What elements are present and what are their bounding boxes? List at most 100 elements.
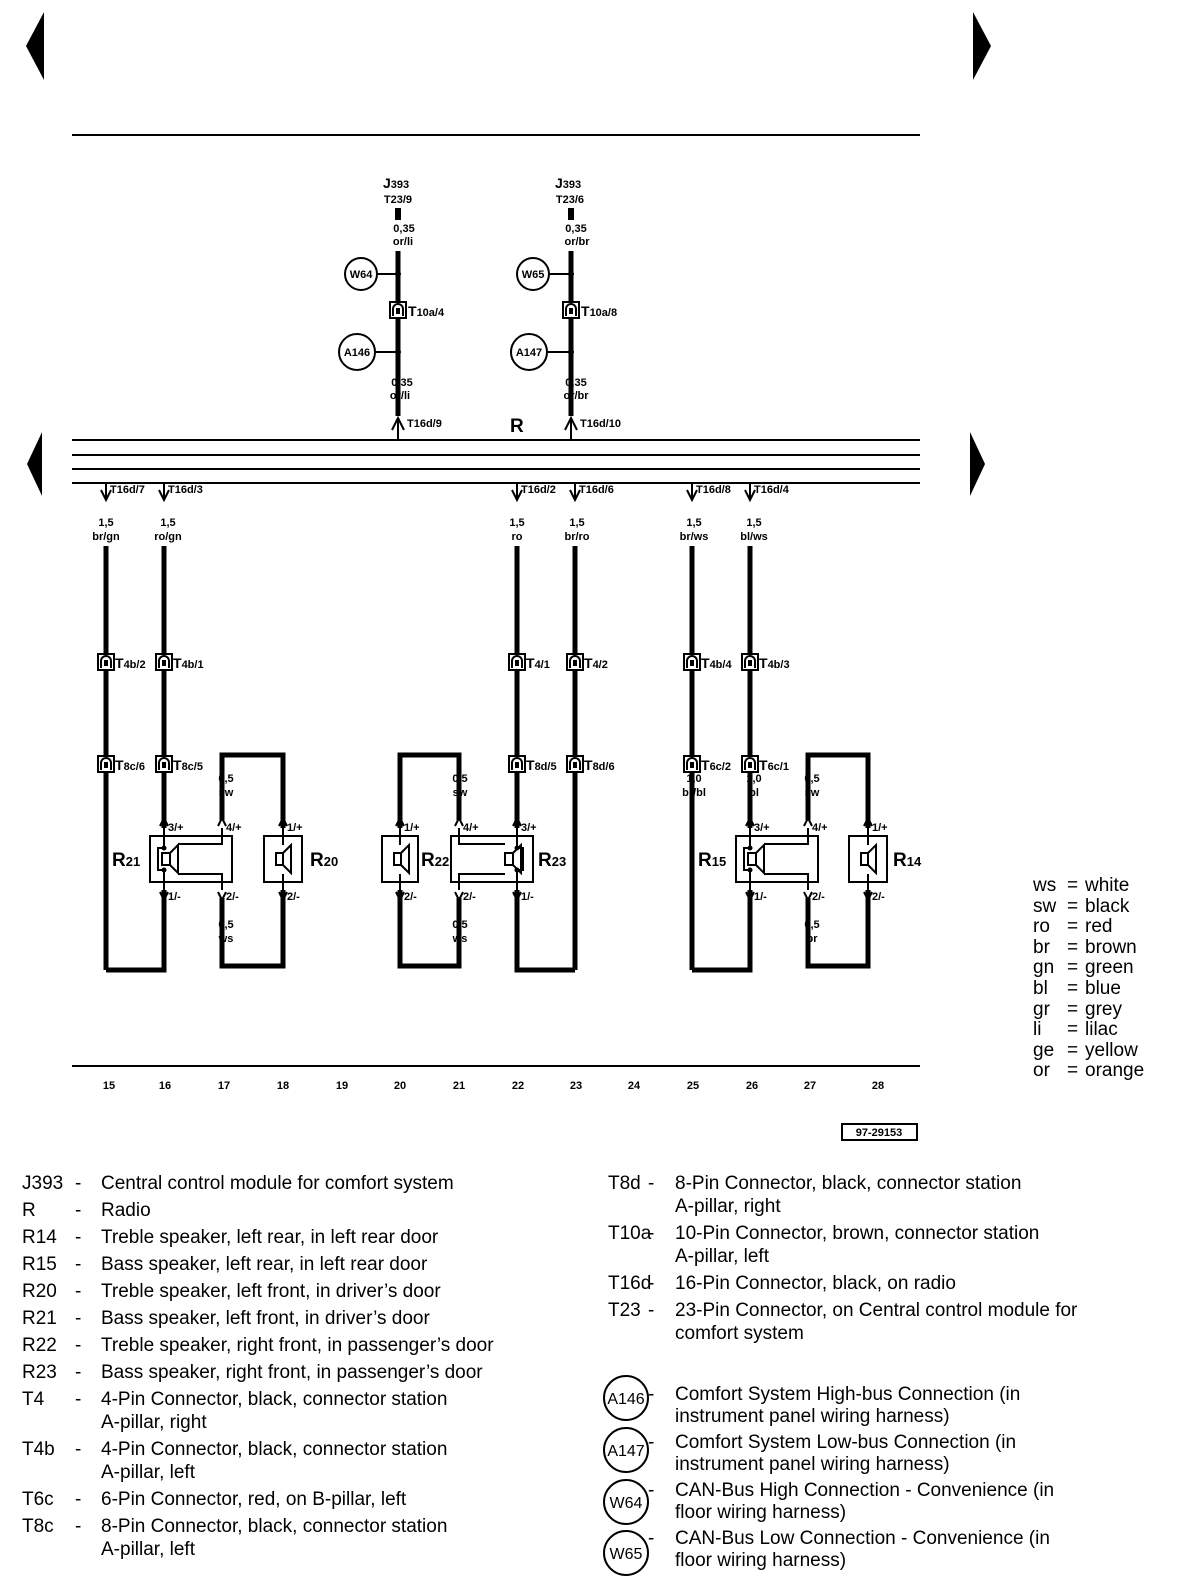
- legend-dash: -: [648, 1300, 655, 1321]
- color-key-row: bl=blue: [1033, 977, 1183, 1000]
- svg-text:1/+: 1/+: [287, 822, 303, 834]
- color-key-code: ws: [1033, 875, 1057, 896]
- legend-code: R15: [22, 1254, 57, 1275]
- legend-dash: -: [75, 1389, 82, 1410]
- legend-text-cont: A-pillar, right: [675, 1196, 781, 1217]
- legend-row: T8c-8-Pin Connector, black, connector st…: [22, 1515, 602, 1565]
- legend-row: T6c-6-Pin Connector, red, on B-pillar, l…: [22, 1488, 602, 1515]
- color-key-name: red: [1085, 916, 1113, 938]
- color-key-name: black: [1085, 895, 1130, 917]
- legend-dash: -: [75, 1200, 82, 1221]
- svg-text:T10a/8: T10a/8: [581, 303, 617, 319]
- legend-dash: -: [75, 1308, 82, 1329]
- color-key-code: br: [1033, 936, 1050, 958]
- svg-text:16: 16: [159, 1080, 171, 1092]
- legend-dash: -: [75, 1439, 82, 1460]
- legend-text: Comfort System High-bus Connection (in: [675, 1384, 1021, 1405]
- svg-text:1/-: 1/-: [521, 891, 534, 903]
- triangle-right-icon[interactable]: [973, 12, 991, 80]
- legend-code: R21: [22, 1308, 57, 1329]
- svg-text:4/+: 4/+: [812, 822, 828, 834]
- speaker-r15: R15: [698, 828, 819, 890]
- legend-code: R23: [22, 1362, 57, 1383]
- legend-row: R21-Bass speaker, left front, in driver’…: [22, 1307, 602, 1334]
- legend-text: Treble speaker, left rear, in left rear …: [101, 1227, 439, 1248]
- legend-text-cont: instrument panel wiring harness): [675, 1454, 950, 1475]
- svg-text:0,35: 0,35: [565, 377, 586, 389]
- svg-text:sw: sw: [219, 787, 234, 799]
- triangle-right-icon[interactable]: [970, 432, 985, 496]
- speaker-pin-labels: 3/+ 4/+ 1/+ 1/+ 4/+ 3/+ 3/+ 4/+ 1/+ 1/- …: [159, 815, 888, 903]
- svg-text:20: 20: [394, 1080, 406, 1092]
- legend-code: T6c: [22, 1489, 54, 1510]
- svg-text:1/-: 1/-: [168, 891, 181, 903]
- color-key-code: gr: [1033, 998, 1050, 1020]
- svg-text:3/+: 3/+: [754, 822, 770, 834]
- svg-text:or/br: or/br: [564, 236, 590, 248]
- legend-text: 8-Pin Connector, black, connector statio…: [675, 1173, 1022, 1194]
- svg-text:T16d/9: T16d/9: [407, 418, 442, 430]
- svg-text:26: 26: [746, 1080, 758, 1092]
- svg-text:1/+: 1/+: [872, 822, 888, 834]
- svg-text:T16d/10: T16d/10: [580, 418, 621, 430]
- svg-text:sw: sw: [453, 787, 468, 799]
- legend-text: CAN-Bus High Connection - Convenience (i…: [675, 1480, 1055, 1501]
- legend-code: R14: [22, 1227, 57, 1248]
- speaker-r23: R23: [450, 828, 566, 890]
- legend-text: 16-Pin Connector, black, on radio: [675, 1273, 956, 1294]
- legend-code: T8d: [608, 1173, 641, 1194]
- svg-text:bl/ws: bl/ws: [740, 531, 768, 543]
- svg-text:or/li: or/li: [393, 236, 413, 248]
- color-key-code: ge: [1033, 1039, 1055, 1061]
- legend-code: T4: [22, 1389, 45, 1410]
- color-key-equals: =: [1067, 916, 1079, 938]
- svg-text:3/+: 3/+: [168, 822, 184, 834]
- legend-text: Treble speaker, left front, in driver’s …: [101, 1281, 441, 1302]
- svg-text:1,5: 1,5: [509, 517, 524, 529]
- svg-text:2/-: 2/-: [287, 891, 300, 903]
- svg-text:T16d/6: T16d/6: [579, 484, 614, 496]
- triangle-left-icon[interactable]: [27, 432, 42, 496]
- svg-text:21: 21: [453, 1080, 465, 1092]
- svg-text:R15: R15: [698, 850, 726, 871]
- svg-text:T8d/6: T8d/6: [584, 757, 615, 773]
- svg-text:or/br: or/br: [563, 390, 589, 402]
- svg-text:1,5: 1,5: [160, 517, 175, 529]
- legend-dash: -: [648, 1480, 655, 1501]
- svg-text:R23: R23: [538, 850, 566, 871]
- svg-text:R14: R14: [893, 850, 922, 871]
- legend-row: T16d-16-Pin Connector, black, on radio: [608, 1272, 1184, 1299]
- triangle-left-icon[interactable]: [26, 12, 44, 80]
- svg-text:T8c/5: T8c/5: [173, 757, 203, 773]
- color-key-equals: =: [1067, 895, 1079, 917]
- legend-text-cont: floor wiring harness): [675, 1502, 847, 1523]
- module-j393-right: J393 T23/6 0,35 or/br W65 T10a/8 A147 0,…: [510, 175, 621, 440]
- legend-code: T4b: [22, 1439, 55, 1460]
- color-key-row: gr=grey: [1033, 998, 1183, 1021]
- color-key-name: grey: [1085, 998, 1122, 1020]
- legend-row: R14-Treble speaker, left rear, in left r…: [22, 1226, 602, 1253]
- svg-text:R22: R22: [421, 850, 449, 871]
- legend-dash: -: [648, 1273, 655, 1294]
- legend-dash: -: [75, 1335, 82, 1356]
- legend-code: R: [22, 1200, 36, 1221]
- svg-text:1,5: 1,5: [98, 517, 113, 529]
- legend-circle-icons: A146 A147 W64 W65: [603, 1375, 649, 1576]
- color-key-equals: =: [1067, 977, 1079, 999]
- radio-bus: [72, 439, 920, 484]
- svg-text:23: 23: [570, 1080, 582, 1092]
- legend-dash: -: [75, 1173, 82, 1194]
- speaker-r20: R20: [263, 828, 338, 890]
- svg-text:T16d/4: T16d/4: [754, 484, 790, 496]
- legend-dash: -: [75, 1254, 82, 1275]
- legend-text-cont: floor wiring harness): [675, 1550, 847, 1571]
- svg-text:T4b/1: T4b/1: [173, 655, 204, 671]
- svg-text:J393: J393: [383, 175, 409, 191]
- svg-text:T4b/4: T4b/4: [701, 655, 732, 671]
- legend-text-cont: instrument panel wiring harness): [675, 1406, 950, 1427]
- svg-text:T16d/3: T16d/3: [168, 484, 203, 496]
- svg-text:18: 18: [277, 1080, 289, 1092]
- ground-w64: W64: [350, 269, 374, 281]
- svg-text:22: 22: [512, 1080, 524, 1092]
